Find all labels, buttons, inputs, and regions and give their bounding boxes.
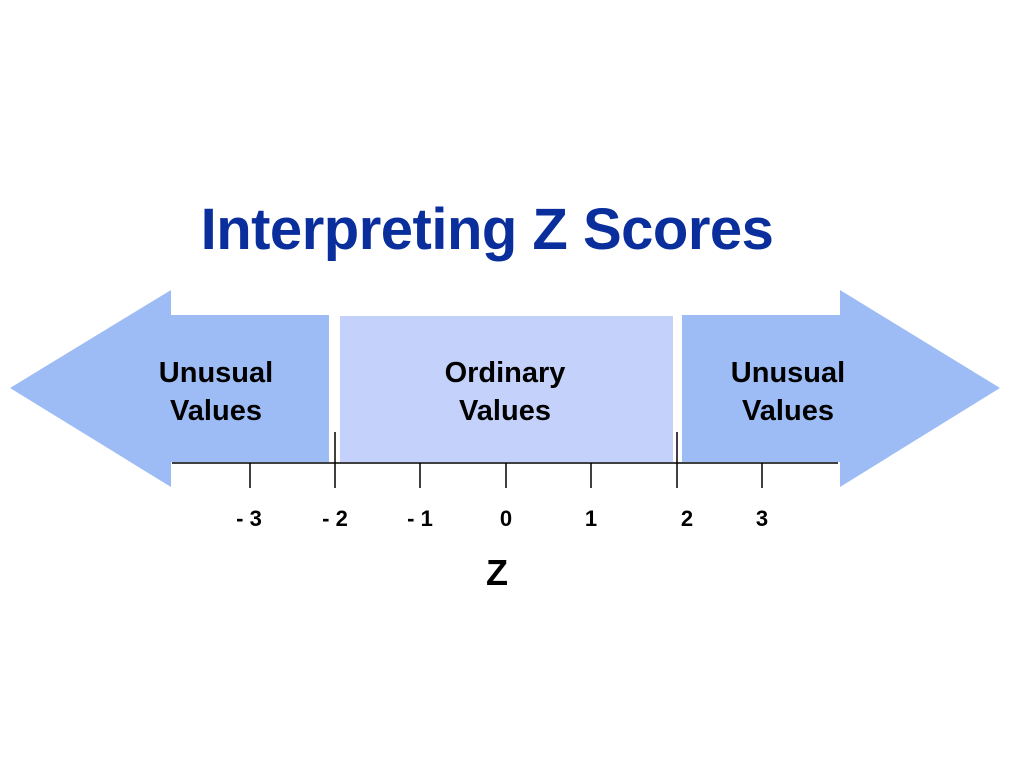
left-region-label: Unusual Values — [116, 354, 316, 430]
right-region-line2: Values — [742, 395, 834, 427]
middle-region-label: Ordinary Values — [405, 354, 605, 430]
tick-label: - 1 — [407, 506, 433, 531]
tick-label: 2 — [680, 506, 694, 531]
left-region-line1: Unusual — [158, 357, 274, 389]
ordinary-region-box — [340, 316, 673, 462]
right-region-label: Unusual Values — [688, 354, 888, 430]
right-region-line1: Unusual — [730, 357, 846, 389]
middle-region-line2: Values — [459, 395, 551, 427]
tick-label: - 3 — [236, 506, 262, 531]
left-unusual-arrow — [10, 290, 329, 487]
tick-label: 0 — [499, 506, 513, 531]
tick-label: 1 — [584, 506, 598, 531]
left-region-line2: Values — [170, 395, 262, 427]
tick-label: 3 — [755, 506, 769, 531]
axis-label-z: Z — [486, 552, 508, 593]
tick-label: - 2 — [322, 506, 348, 531]
middle-region-line1: Ordinary — [444, 357, 566, 389]
slide-title: Interpreting Z Scores — [200, 197, 774, 262]
right-unusual-arrow — [682, 290, 1000, 487]
